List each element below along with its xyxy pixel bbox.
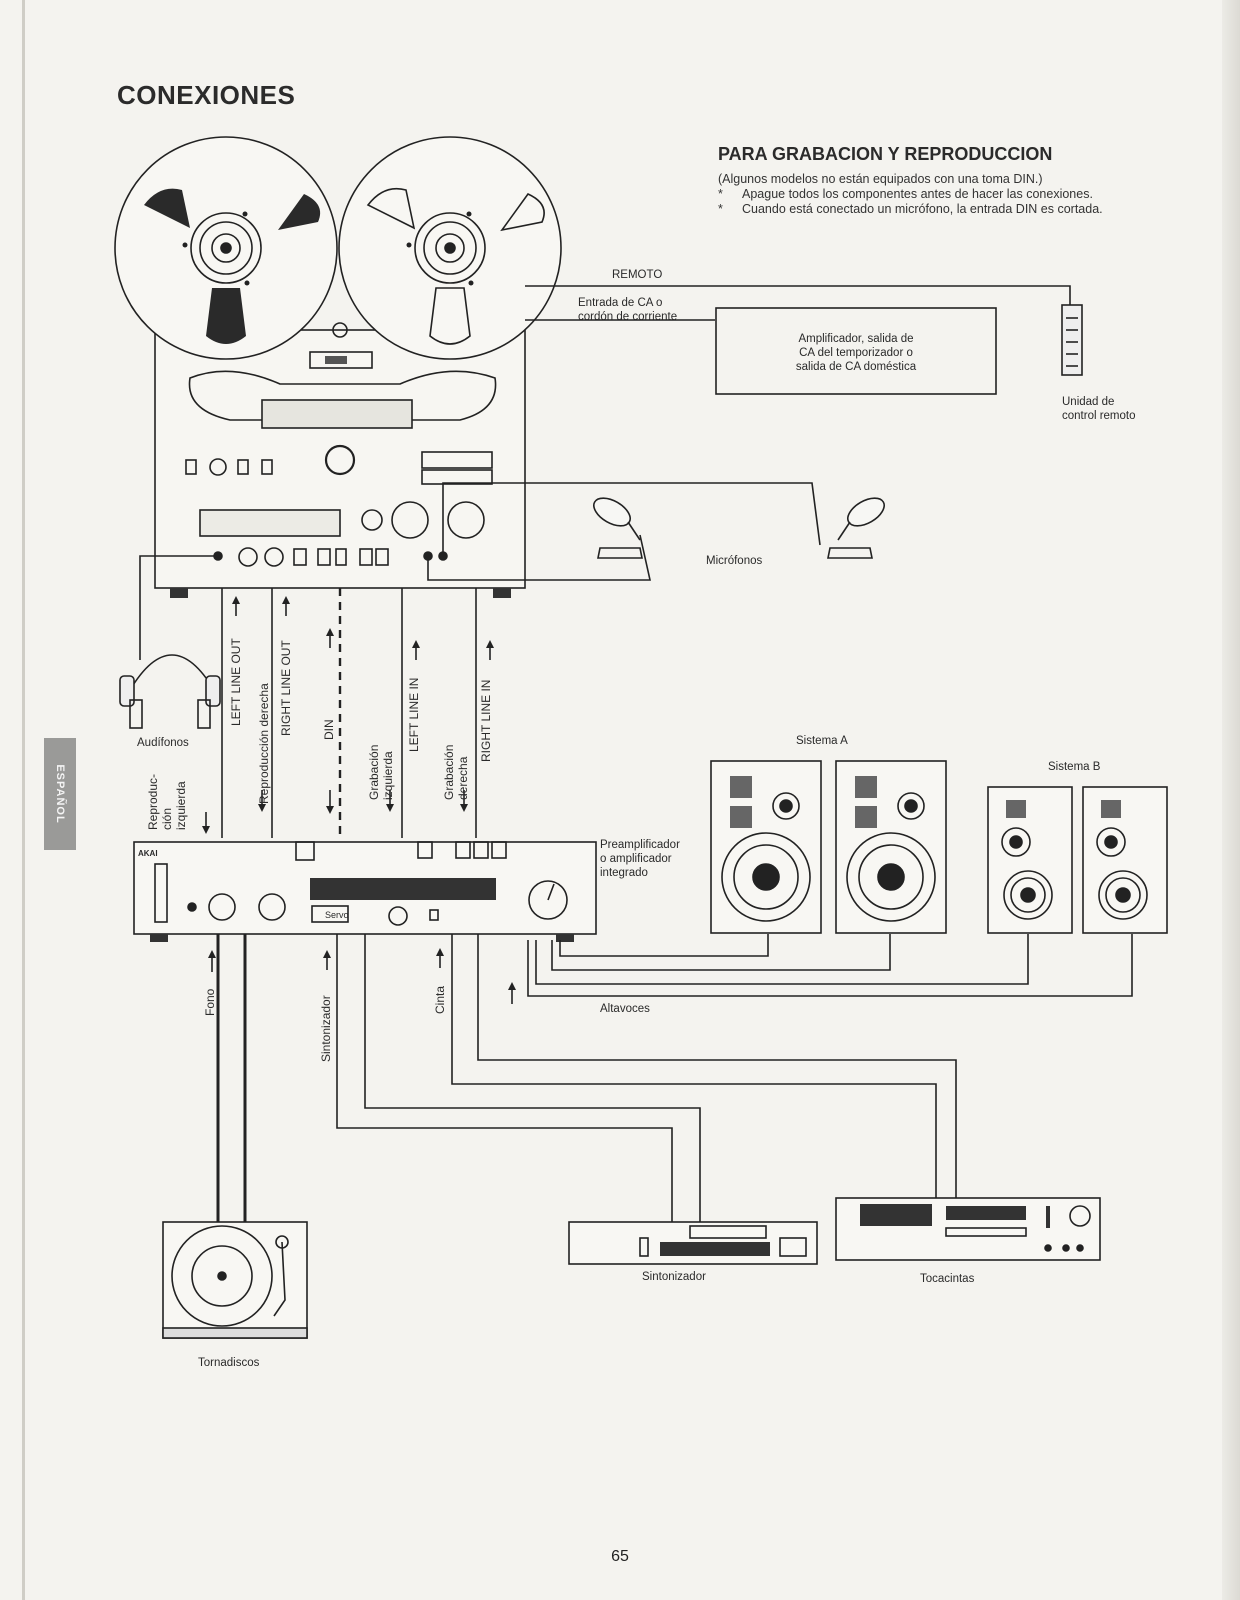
section-notes: (Algunos modelos no están equipados con … — [718, 172, 1103, 217]
right-line-out-label: RIGHT LINE OUT — [279, 640, 293, 736]
page-number: 65 — [611, 1548, 629, 1565]
right-line-in-label: RIGHT LINE IN — [479, 680, 493, 762]
ac-outlet-box — [715, 307, 997, 395]
phono-label: Fono — [203, 988, 217, 1016]
rep-left-label: Reproduc- — [146, 774, 160, 830]
note-bullet: * Cuando está conectado un micrófono, la… — [718, 202, 1103, 217]
turntable — [162, 1221, 308, 1339]
amplifier-label: integrado — [600, 867, 648, 879]
amplifier-label: o amplificador — [600, 853, 672, 865]
remote-unit-label: Unidad de — [1062, 396, 1114, 408]
page-title: CONEXIONES — [117, 80, 296, 110]
rec-right-label: Grabación — [442, 745, 456, 800]
microphones-label: Micrófonos — [706, 555, 762, 567]
binding-edge — [22, 0, 25, 1600]
amp-servo-label: Servo — [325, 910, 349, 920]
bullet-text: Cuando está conectado un micrófono, la e… — [742, 202, 1103, 216]
left-line-out-label: LEFT LINE OUT — [229, 638, 243, 726]
section-heading: PARA GRABACION Y REPRODUCCION — [718, 144, 1053, 164]
tape-line-label: Cinta — [433, 986, 447, 1014]
rec-right-label: derecha — [456, 756, 470, 800]
ac-box-text: Amplificador, salida de — [798, 333, 913, 345]
turntable-label: Tornadiscos — [198, 1357, 260, 1369]
bullet-marker: * — [718, 187, 723, 201]
remote-label: REMOTO — [612, 269, 662, 281]
rep-left-label: izquierda — [174, 781, 188, 830]
remote-unit-label: control remoto — [1062, 410, 1136, 422]
speaker-system-a-left — [710, 760, 822, 934]
speaker-system-b-right — [1082, 786, 1168, 934]
remote-control-unit — [1061, 304, 1083, 376]
system-b-label: Sistema B — [1048, 761, 1101, 773]
tape-deck — [835, 1197, 1101, 1261]
system-a-label: Sistema A — [796, 735, 848, 747]
headphones-label: Audífonos — [137, 737, 189, 749]
speaker-system-a-right — [835, 760, 947, 934]
amplifier: AKAI Servo — [133, 841, 597, 942]
headphones — [119, 654, 221, 729]
rec-left-label: Grabación — [367, 745, 381, 800]
microphone-right — [827, 497, 885, 559]
amplifier-label: Preamplificador — [600, 839, 680, 851]
language-tab: ESPAÑOL — [44, 738, 76, 850]
left-reel — [114, 136, 338, 360]
ac-box-text: CA del temporizador o — [799, 347, 913, 359]
ac-input-label: Entrada de CA o — [578, 297, 662, 309]
tuner-label: Sintonizador — [642, 1271, 706, 1283]
rec-left-label: izquierda — [381, 751, 395, 800]
microphone-left — [593, 497, 643, 559]
reel-to-reel-deck — [114, 136, 562, 598]
ac-input-label: cordón de corriente — [578, 311, 677, 323]
bullet-marker: * — [718, 202, 723, 216]
note-bullet: * Apague todos los componentes antes de … — [718, 187, 1103, 202]
page-shadow-edge — [1222, 0, 1240, 1600]
right-reel — [338, 136, 562, 360]
tuner-line-label: Sintonizador — [319, 995, 333, 1062]
din-label: DIN — [322, 719, 336, 740]
bullet-text: Apague todos los componentes antes de ha… — [742, 187, 1093, 201]
amp-brand: AKAI — [138, 849, 158, 858]
din-note: (Algunos modelos no están equipados con … — [718, 172, 1043, 186]
ac-box-text: salida de CA doméstica — [796, 361, 917, 373]
tape-deck-label: Tocacintas — [920, 1273, 975, 1285]
tuner — [568, 1221, 818, 1265]
speakers-label: Altavoces — [600, 1003, 650, 1015]
rep-right-label: Reproducción derecha — [257, 683, 271, 804]
rep-left-label: ción — [160, 808, 174, 830]
left-line-in-label: LEFT LINE IN — [407, 678, 421, 752]
speaker-system-b-left — [987, 786, 1073, 934]
